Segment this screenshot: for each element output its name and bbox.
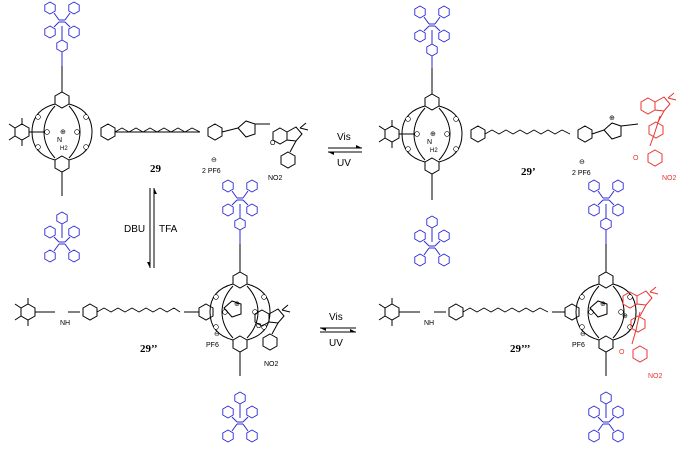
compound-label-29-double-prime: 29’’: [140, 343, 158, 355]
compound-label-29: 29: [150, 163, 162, 175]
molecule-29-triple-prime: [379, 180, 658, 442]
oxygen-anion-label-2: O: [633, 155, 639, 162]
minus-sign-1: ⊖: [211, 157, 217, 164]
counterion-label-4: PF6: [572, 342, 585, 349]
plus-sign-1: ⊕: [60, 129, 66, 136]
plus-sign-4: ⊕: [234, 301, 240, 308]
condition-top-vis: Vis: [337, 132, 351, 143]
nitro-label-3: NO2: [264, 361, 279, 368]
bottom-equilibrium-arrows: [320, 327, 356, 333]
plus-sign-3: ⊕: [609, 115, 615, 122]
molecule-29: [9, 2, 308, 262]
minus-sign-2: ⊖: [579, 159, 585, 166]
condition-bottom-vis: Vis: [329, 312, 343, 323]
atom-label-n1: N: [57, 137, 62, 144]
compound-label-29-prime: 29’: [521, 166, 536, 178]
nitro-label-1: NO2: [268, 175, 283, 182]
plus-sign-6: ⊕: [622, 313, 628, 320]
counterion-label-2: 2 PF6: [572, 170, 591, 177]
counterion-label-3: PF6: [206, 342, 219, 349]
condition-bottom-uv: UV: [329, 338, 343, 349]
minus-sign-3: ⊖: [214, 331, 220, 338]
atom-label-h2-b: H2: [430, 148, 438, 154]
condition-top-uv: UV: [337, 158, 351, 169]
oxygen-anion-label-4: O: [619, 349, 625, 356]
oxygen-label-1: O: [270, 140, 276, 147]
nh-label-1: NH: [60, 320, 70, 327]
nitro-label-2: NO2: [662, 175, 677, 182]
nitro-label-4: NO2: [648, 373, 663, 380]
plus-sign-5: ⊕: [600, 301, 606, 308]
counterion-label-1: 2 PF6: [202, 168, 221, 175]
nh-label-2: NH: [424, 320, 434, 327]
top-equilibrium-arrows: [328, 145, 362, 155]
condition-tfa: TFA: [159, 224, 178, 235]
compound-label-29-triple-prime: 29’’’: [510, 343, 530, 355]
atom-label-h2: H2: [60, 146, 68, 152]
molecule-29-prime: [379, 6, 676, 266]
condition-dbu: DBU: [124, 224, 145, 235]
plus-sign-2: ⊕: [430, 131, 436, 138]
molecule-29-double-prime: [15, 180, 290, 442]
left-equilibrium-arrows: [147, 188, 157, 268]
atom-label-n2: N: [427, 139, 432, 146]
oxygen-label-3: O: [256, 323, 262, 330]
minus-sign-4: ⊖: [580, 331, 586, 338]
